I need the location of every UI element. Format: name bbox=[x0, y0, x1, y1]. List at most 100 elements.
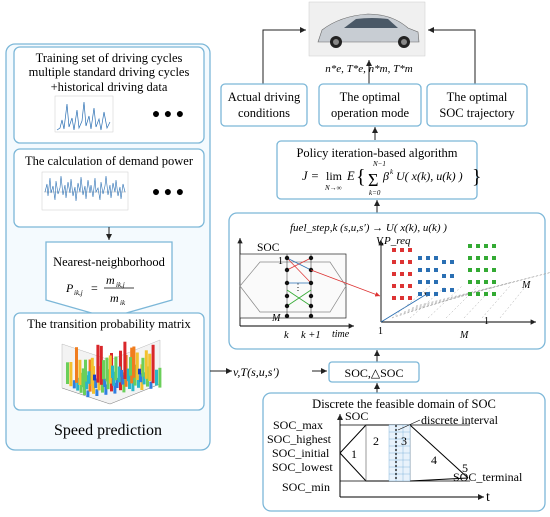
matrix-bar bbox=[108, 355, 112, 384]
driving-cycle-plot-thumbnail bbox=[54, 95, 114, 133]
grid-one-label-a: 1 bbox=[378, 326, 383, 337]
grid-marker bbox=[468, 268, 472, 272]
matrix-bar bbox=[155, 369, 158, 386]
svg-text:J =: J = bbox=[302, 169, 319, 183]
grid-marker bbox=[484, 292, 488, 296]
grid-line bbox=[395, 286, 493, 317]
soc-max-label: SOC_max bbox=[273, 418, 323, 432]
matrix-bar bbox=[104, 384, 108, 395]
nearest-neighborhood-title: Nearest-neighborhood bbox=[53, 255, 166, 269]
grid-marker bbox=[392, 296, 396, 300]
matrix-bar bbox=[144, 350, 148, 379]
matrix-bar bbox=[135, 352, 139, 380]
grid-marker bbox=[492, 292, 496, 296]
soc-m-label: M bbox=[271, 313, 281, 324]
grid-marker bbox=[400, 284, 404, 288]
svg-text:Σ: Σ bbox=[368, 170, 378, 190]
soc-domain-graph bbox=[337, 414, 484, 500]
matrix-bar bbox=[90, 357, 94, 386]
grid-line bbox=[481, 285, 511, 319]
grid-marker bbox=[418, 256, 422, 260]
svg-text:m: m bbox=[106, 273, 115, 287]
soc-one-label: 1 bbox=[278, 256, 283, 267]
training-line-1: Training set of driving cycles bbox=[36, 51, 183, 65]
matrix-bar bbox=[139, 373, 143, 383]
grid-marker bbox=[434, 280, 438, 284]
soc-terminal-label: SOC_terminal bbox=[453, 470, 523, 484]
grid-marker bbox=[418, 280, 422, 284]
matrix-bar bbox=[86, 390, 90, 398]
matrix-bar bbox=[78, 359, 82, 385]
grid-marker bbox=[476, 268, 480, 272]
grid-marker bbox=[492, 256, 496, 260]
soc-state-graph: ⋮ bbox=[237, 238, 381, 329]
optimal-mode-line-1: The optimal bbox=[340, 90, 401, 104]
matrix-bar bbox=[112, 371, 116, 386]
grid-marker bbox=[400, 296, 404, 300]
matrix-bar bbox=[115, 377, 119, 388]
training-line-3: +historical driving data bbox=[51, 80, 168, 94]
grid-marker bbox=[492, 280, 496, 284]
soc-delta-box bbox=[328, 361, 420, 383]
matrix-bar bbox=[102, 360, 105, 380]
matrix-bar bbox=[84, 359, 87, 382]
matrix-bar bbox=[81, 368, 85, 388]
matrix-bar bbox=[148, 353, 152, 381]
soc-axis-label: SOC bbox=[257, 242, 280, 254]
matrix-bar bbox=[120, 369, 123, 377]
grid-line bbox=[463, 285, 495, 319]
matrix-bar bbox=[121, 375, 125, 385]
policy-title: Policy iteration-based algorithm bbox=[296, 146, 457, 160]
optimal-soc-box bbox=[426, 83, 528, 127]
grid-marker bbox=[392, 272, 396, 276]
matrix-bar bbox=[66, 362, 69, 384]
matrix-bar bbox=[103, 378, 107, 387]
region-2: 2 bbox=[373, 434, 379, 448]
optimal-mode-line-2: operation mode bbox=[331, 106, 410, 120]
grid-line bbox=[409, 285, 447, 319]
demand-ellipsis: ● ● ● bbox=[152, 185, 184, 200]
training-ellipsis: ● ● ● bbox=[152, 107, 184, 122]
grid-marker bbox=[426, 256, 430, 260]
matrix-bar bbox=[158, 367, 162, 388]
grid-line bbox=[499, 285, 527, 319]
matrix-bar bbox=[113, 382, 117, 394]
grid-marker bbox=[442, 288, 446, 292]
soc-lowest-label: SOC_lowest bbox=[272, 460, 333, 474]
probability-formula: P ik,j = m ik,j m ik bbox=[65, 273, 134, 307]
grid-marker bbox=[392, 248, 396, 252]
grid-marker bbox=[408, 260, 412, 264]
grid-marker bbox=[450, 274, 454, 278]
matrix-bar bbox=[132, 346, 136, 378]
matrix-bar bbox=[142, 372, 146, 385]
matrix-bar bbox=[72, 380, 76, 389]
fuel-formula: fuel_step,k (s,u,s′) → U( x(k), u(k) ) bbox=[290, 222, 447, 234]
region-1: 1 bbox=[351, 447, 357, 461]
grid-marker bbox=[442, 274, 446, 278]
grid-marker bbox=[408, 272, 412, 276]
soc-domain-axis-label: SOC bbox=[345, 409, 368, 423]
matrix-bar bbox=[96, 344, 100, 383]
grid-marker bbox=[468, 256, 472, 260]
matrix-bar bbox=[95, 389, 99, 396]
state-action-3d-grid bbox=[378, 240, 550, 325]
matrix-bar bbox=[151, 344, 155, 384]
grid-marker bbox=[418, 268, 422, 272]
grid-marker bbox=[434, 268, 438, 272]
svg-text:E: E bbox=[346, 169, 355, 183]
svg-text:}: } bbox=[472, 166, 482, 188]
matrix-bar bbox=[99, 345, 103, 385]
grid-marker bbox=[418, 292, 422, 296]
grid-marker bbox=[426, 292, 430, 296]
grid-marker bbox=[476, 244, 480, 248]
grid-line bbox=[445, 285, 479, 319]
optimal-mode-box bbox=[318, 83, 422, 127]
grid-marker bbox=[450, 288, 454, 292]
matrix-bar bbox=[123, 341, 127, 379]
matrix-bar bbox=[141, 357, 145, 377]
matrix-bar bbox=[75, 347, 78, 383]
soc-min-label: SOC_min bbox=[282, 480, 330, 494]
grid-marker bbox=[476, 256, 480, 260]
svg-text:lim: lim bbox=[326, 169, 343, 183]
